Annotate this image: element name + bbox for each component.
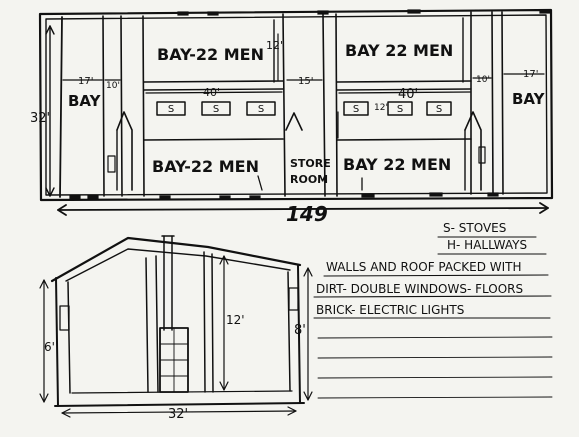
stove-mark: S [258, 104, 264, 115]
stove-mark: S [436, 104, 442, 115]
stove-mark: S [213, 104, 219, 115]
store-room-label-line1: STORE [290, 157, 331, 170]
cross-section: 6' 12' 8' 32' [39, 235, 313, 422]
dim-right-hall-width: 10' [476, 75, 490, 85]
bay-label-top-right: BAY 22 MEN [345, 41, 453, 60]
bay-label-bottom-right: BAY 22 MEN [343, 155, 451, 174]
dim-right-end-width: 17' [523, 69, 538, 80]
stove-mark: S [168, 104, 174, 115]
dim-bay-depth-lower: 12' [374, 103, 388, 113]
store-room-label-line2: ROOM [290, 173, 328, 186]
dim-left-bay-length: 40' [203, 86, 220, 99]
dim-ridge-height: 12' [226, 313, 245, 327]
floor-plan: S S S S S S BAY-22 MEN BAY 22 MEN BAY-22… [30, 8, 554, 226]
dim-bay-depth: 12' [266, 39, 283, 52]
legend-item-hallways: H- HALLWAYS [447, 238, 527, 252]
bay-label-bottom-left: BAY-22 MEN [152, 157, 259, 176]
page-number: 149 [286, 202, 328, 226]
note-line-1: WALLS AND ROOF PACKED WITH [326, 260, 522, 274]
note-line-3: BRICK- ELECTRIC LIGHTS [316, 303, 464, 317]
legend-item-stoves: S- STOVES [443, 221, 506, 235]
note-line-2: DIRT- DOUBLE WINDOWS- FLOORS [316, 282, 523, 296]
dim-left-hall-width: 10' [106, 81, 120, 91]
dim-left-end-width: 17' [78, 76, 93, 87]
stove-row-left: S S S [156, 101, 276, 116]
dim-right-wall-height: 8' [294, 323, 306, 338]
dim-right-bay-length: 40' [398, 87, 418, 102]
bay-label-top-left: BAY-22 MEN [157, 45, 264, 64]
dim-overall-depth: 32' [30, 111, 50, 126]
stove-mark: S [353, 104, 359, 115]
legend: S- STOVES H- HALLWAYS [437, 221, 547, 255]
end-bay-label-right: BAY [512, 90, 546, 108]
dim-wall-height: 6' [44, 340, 55, 354]
dim-center-width: 15' [298, 76, 313, 87]
dim-section-width: 32' [168, 407, 188, 422]
stove-mark: S [397, 104, 403, 115]
end-bay-label-left: BAY [68, 92, 102, 110]
construction-notes: WALLS AND ROOF PACKED WITH DIRT- DOUBLE … [313, 260, 553, 399]
stove-row-right: S S S [343, 101, 452, 116]
